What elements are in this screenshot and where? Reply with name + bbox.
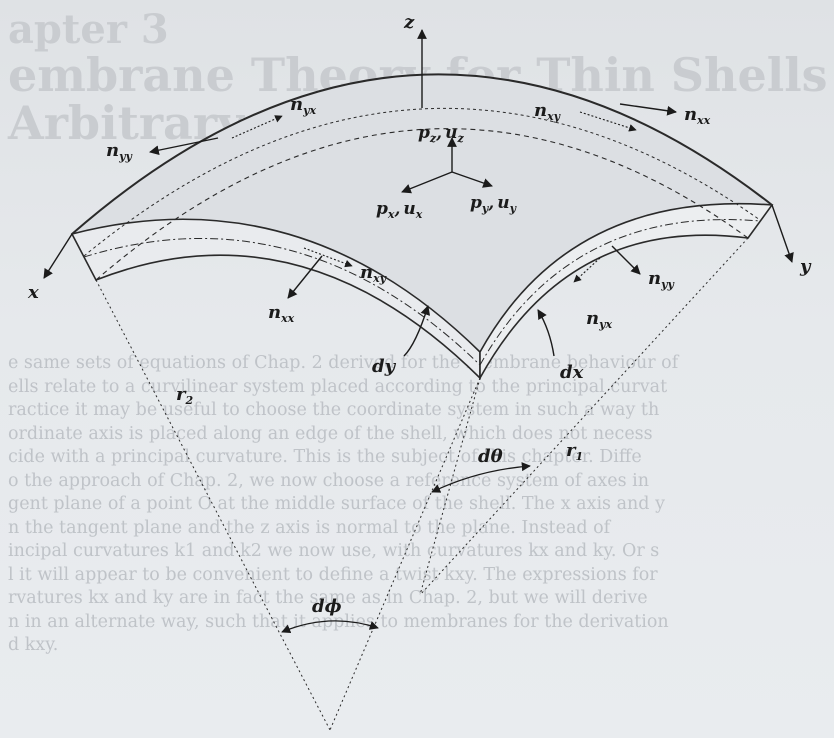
nyy-right-arrow [611, 245, 641, 275]
force-label-nyy-left: nyy [106, 140, 133, 163]
shell-element [70, 73, 774, 380]
py-arrow [451, 171, 493, 188]
nxx-front-arrow [287, 255, 323, 299]
force-label-nxy-front: nxy [360, 262, 388, 285]
load-label-py-uy: py,uy [470, 193, 518, 215]
shell-mid-surface-line [83, 108, 761, 257]
force-label-nyx-top: nyx [290, 94, 316, 117]
nyy-left-arrow [149, 137, 219, 156]
dy-pointer [403, 305, 431, 357]
radius-line-r1 [419, 237, 749, 596]
dphi-arc [281, 620, 379, 634]
body-line: incipal curvatures k1 and k2 we now use,… [8, 541, 660, 561]
load-label-pz-uz: pz,uz [418, 123, 464, 145]
diagram-labels: z x y nyy nyx nxy nxx nxy nxx nyy nyx pz… [27, 12, 812, 617]
y-axis-arrow [771, 204, 794, 263]
body-line: d kxy. [8, 635, 59, 655]
body-line: cide with a principal curvature. This is… [8, 447, 642, 467]
shell-top-edge [71, 73, 773, 235]
body-line: e same sets of equations of Chap. 2 deri… [8, 353, 679, 373]
shell-top-surface [72, 74, 772, 378]
force-label-nxx-front: nxx [268, 302, 295, 325]
dx-pointer [537, 309, 555, 357]
radius-label-r1: r1 [566, 440, 583, 463]
nyx-right-arrow [573, 257, 601, 283]
body-line: ractice it may be useful to choose the c… [8, 400, 660, 420]
shell-right-edge-face [479, 202, 774, 379]
dphi-label: dϕ [312, 596, 342, 617]
shell-back-inner-edge [95, 128, 749, 281]
dy-label: dy [372, 356, 397, 377]
force-arrows [149, 103, 677, 357]
nyx-top-arrow [231, 115, 283, 139]
radius-lines [95, 237, 749, 731]
force-label-nyx-right: nyx [586, 308, 612, 331]
coordinate-axes [43, 29, 794, 279]
load-label-px-ux: px,ux [376, 199, 423, 221]
radius-line-center [329, 377, 481, 731]
body-line: ordinate axis is placed along an edge of… [8, 423, 653, 444]
z-axis-label: z [403, 12, 415, 33]
force-label-nyy-right: nyy [648, 268, 675, 291]
x-axis-arrow [43, 233, 73, 279]
shell-front-mid-line [83, 237, 481, 366]
body-line: gent plane of a point O at the middle su… [8, 494, 665, 514]
dtheta-label: dθ [478, 446, 503, 467]
radius-line-r2 [95, 279, 331, 731]
body-line: n the tangent plane and the z axis is no… [8, 517, 611, 538]
body-line: l it will appear to be convenient to def… [8, 564, 658, 585]
body-line: ells relate to a curvilinear system plac… [8, 376, 668, 397]
dtheta-arc [431, 462, 531, 493]
load-vectors [401, 137, 493, 194]
chapter-heading: apter 3 [8, 6, 169, 53]
shell-right-mid-line [479, 219, 761, 366]
nxx-right-arrow [619, 103, 677, 116]
px-arrow [401, 171, 453, 194]
radius-label-r2: r2 [176, 384, 193, 407]
nxy-front-arrow [303, 247, 353, 268]
force-label-nxy-top: nxy [534, 100, 562, 123]
nxy-top-arrow [579, 111, 637, 132]
y-axis-label: y [799, 256, 812, 277]
body-line: rvatures kx and ky are in fact the same … [8, 588, 648, 608]
body-text: e same sets of equations of Chap. 2 deri… [8, 352, 834, 658]
dx-label: dx [560, 362, 584, 383]
force-label-nxx-right: nxx [684, 104, 711, 127]
x-axis-label: x [27, 282, 39, 303]
